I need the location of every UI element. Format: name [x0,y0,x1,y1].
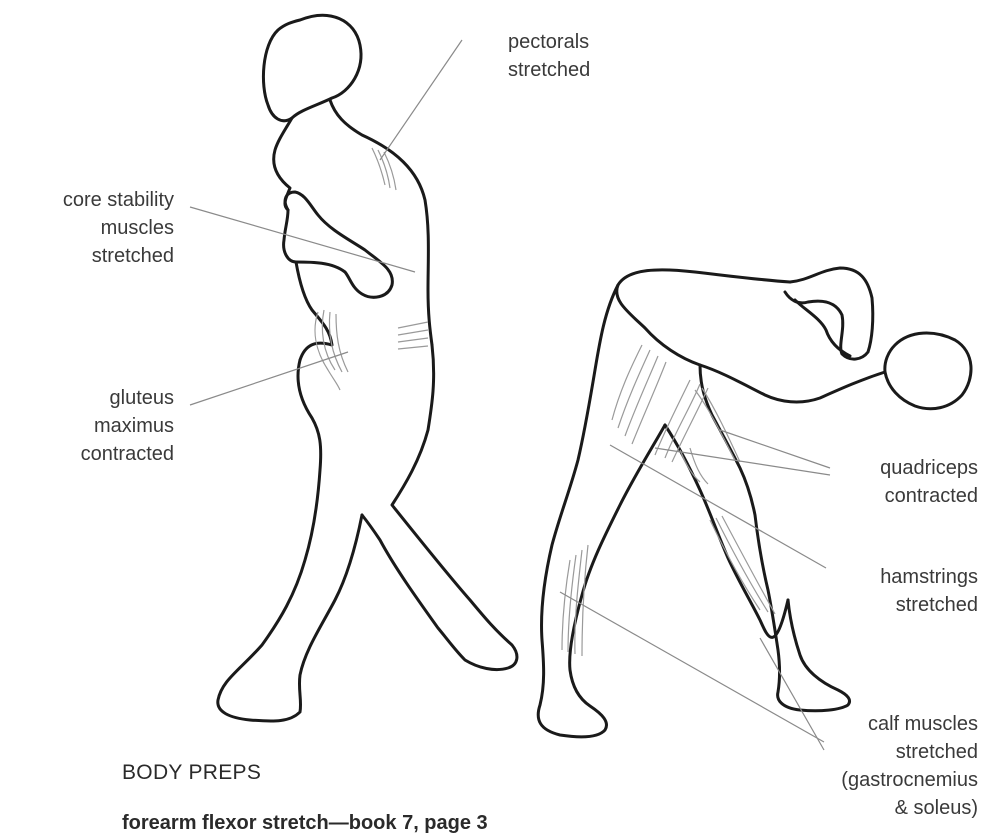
bending-muscle-shading [562,345,775,656]
pectorals-label-line1: pectorals [508,28,590,56]
standing-figure [218,15,517,721]
hamstrings-label-line2: stretched [800,591,978,619]
calf-label-line1: calf muscles [780,710,978,738]
calf-label-line2: stretched [780,738,978,766]
hamstrings-label: hamstrings stretched [800,563,978,619]
gluteus-label: gluteus maximus contracted [60,384,174,468]
hamstrings-label-line1: hamstrings [800,563,978,591]
quadriceps-label-line2: contracted [800,482,978,510]
standing-muscle-shading [315,148,428,390]
quadriceps-label: quadriceps contracted [800,454,978,510]
gluteus-label-line1: gluteus [60,384,174,412]
core-label-line2: muscles [0,214,174,242]
quadriceps-label-line1: quadriceps [800,454,978,482]
section-heading: BODY PREPS [122,761,261,785]
gluteus-label-line3: contracted [60,440,174,468]
core-label-line3: stretched [0,242,174,270]
gluteus-label-line2: maximus [60,412,174,440]
pectorals-label-line2: stretched [508,56,590,84]
calf-label-line4: & soleus) [780,794,978,822]
pectorals-label: pectorals stretched [508,28,590,84]
core-label-line1: core stability [0,186,174,214]
core-stability-label: core stability muscles stretched [0,186,174,270]
calf-muscles-label: calf muscles stretched (gastrocnemius & … [780,710,978,822]
calf-label-line3: (gastrocnemius [780,766,978,794]
